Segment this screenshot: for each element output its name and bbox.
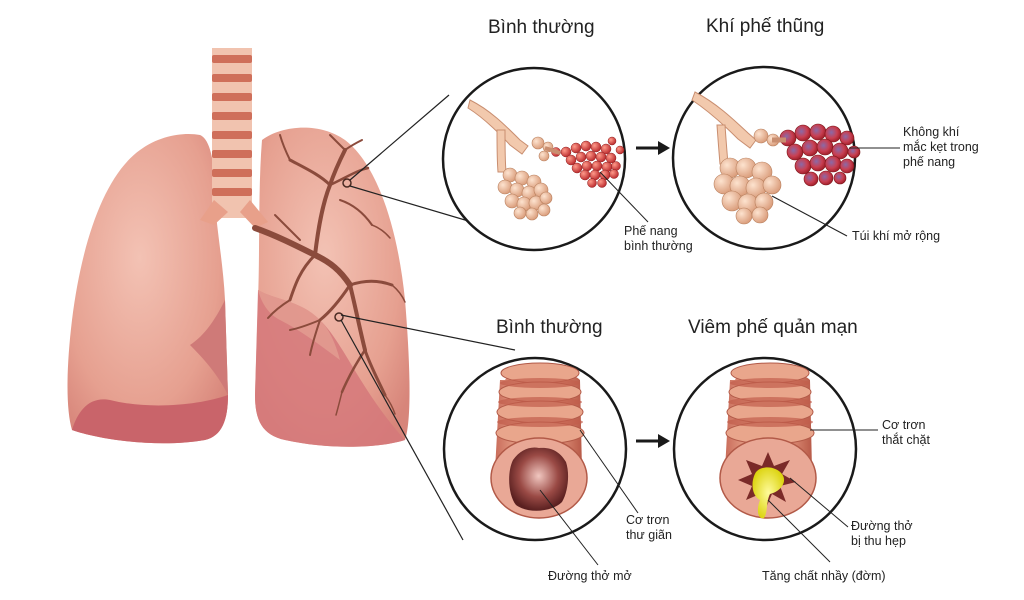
label-relaxed-muscle-line1: Cơ trơn [626,513,670,527]
label-tight-muscle-line2: thắt chặt [882,433,930,447]
label-narrow-airway-line1: Đường thở [851,519,913,533]
label-trapped-air-line2: mắc kẹt trong [903,140,979,154]
label-narrow-airway: Đường thở bị thu hẹp [851,519,913,549]
lungs-illustration [67,48,410,447]
label-relaxed-muscle: Cơ trơn thư giãn [626,513,672,543]
bronchitis-disease-title: Viêm phế quản mạn [688,317,858,338]
label-open-airway: Đường thở mở [548,569,632,583]
label-trapped-air-line1: Không khí [903,125,960,139]
emphysema-normal-circle [441,66,627,252]
label-relaxed-muscle-line2: thư giãn [626,528,672,542]
label-enlarged-sacs: Túi khí mở rộng [852,229,941,243]
emphysema-disease-circle [671,65,861,251]
arrow-right-icon [636,141,670,155]
bronchitis-normal-title: Bình thường [496,317,603,338]
emphysema-normal-title: Bình thường [488,17,595,38]
label-tight-muscle-line1: Cơ trơn [882,418,926,432]
emphysema-disease-title: Khí phế thũng [706,16,825,37]
label-trapped-air-line3: phế nang [903,155,956,169]
label-narrow-airway-line2: bị thu hẹp [851,534,906,548]
label-tight-muscle: Cơ trơn thắt chặt [882,418,930,448]
label-trapped-air: Không khí mắc kẹt trong phế nang [903,125,979,170]
bronchitis-normal-circle [442,356,628,542]
label-normal-alveoli-line1: Phế nang [624,224,678,238]
arrow-right-icon-2 [636,434,670,448]
bronchitis-disease-circle [672,356,858,542]
label-mucus: Tăng chất nhầy (đờm) [762,569,886,583]
left-lung [67,133,228,444]
label-normal-alveoli-line2: bình thường [624,239,693,253]
label-normal-alveoli: Phế nang bình thường [624,224,693,254]
